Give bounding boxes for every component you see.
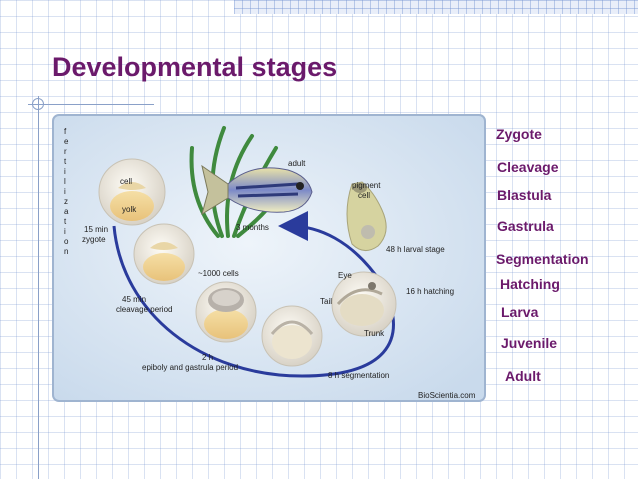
stage-juvenile: Juvenile	[501, 335, 558, 351]
label-tail: Tail	[320, 297, 332, 306]
adult-fish	[201, 164, 313, 216]
svg-text:l: l	[64, 177, 66, 186]
label-cleavage: cleavage period	[116, 305, 172, 314]
label-yolk: yolk	[122, 205, 137, 214]
label-watermark: BioScientia.com	[418, 391, 476, 400]
label-zygote: zygote	[82, 235, 106, 244]
stage-hatching: Hatching	[500, 276, 560, 292]
slide-title: Developmental stages	[52, 52, 338, 82]
label-cell: cell	[120, 177, 132, 186]
fertilization-letters: f e r t i l i z a t i o n	[64, 127, 69, 256]
stage-adult: Adult	[505, 368, 541, 384]
stage-blastula: Blastula	[497, 187, 552, 203]
development-diagram: f e r t i l i z a t i o n cell yolk 15 m…	[52, 114, 486, 402]
label-epiboly-time: 2 h	[202, 353, 213, 362]
label-epiboly: epiboly and gastrula period	[142, 363, 238, 372]
development-arrow	[112, 211, 395, 378]
label-three-months: 3 months	[236, 223, 269, 232]
label-eye: Eye	[338, 271, 352, 280]
stage-segmentation: Segmentation	[496, 251, 589, 267]
margin-rule	[38, 96, 39, 479]
stage-zygote: Zygote	[496, 126, 542, 142]
label-thousand-cells: ~1000 cells	[198, 269, 239, 278]
stage-larva: Larva	[501, 304, 539, 320]
label-pigment-2: cell	[358, 191, 370, 200]
stage-cleavage: Cleavage	[497, 159, 559, 175]
label-larval: 48 h larval stage	[386, 245, 445, 254]
svg-text:z: z	[64, 197, 68, 206]
label-zygote-time: 15 min	[84, 225, 108, 234]
svg-text:t: t	[64, 217, 67, 226]
svg-text:e: e	[64, 137, 69, 146]
label-pigment-1: pigment	[352, 181, 381, 190]
svg-text:i: i	[64, 187, 66, 196]
svg-text:o: o	[64, 237, 69, 246]
zebrafish-development-figure: f e r t i l i z a t i o n cell yolk 15 m…	[52, 114, 486, 402]
svg-text:t: t	[64, 157, 67, 166]
svg-text:n: n	[64, 247, 68, 256]
header-pattern-band	[234, 0, 638, 14]
label-hatching: 16 h hatching	[406, 287, 454, 296]
zygote-egg	[98, 158, 166, 226]
rule-ornament	[32, 98, 44, 110]
title-underline-rule	[28, 104, 154, 105]
svg-text:f: f	[64, 127, 67, 136]
label-trunk: Trunk	[364, 329, 385, 338]
svg-text:a: a	[64, 207, 69, 216]
label-segmentation: 8 h segmentation	[328, 371, 389, 380]
svg-text:i: i	[64, 227, 66, 236]
label-cleavage-time: 45 min	[122, 295, 146, 304]
label-adult: adult	[288, 159, 306, 168]
larva-figure	[346, 181, 387, 251]
svg-text:r: r	[64, 147, 67, 156]
gastrula-egg	[261, 305, 323, 367]
stage-gastrula: Gastrula	[497, 218, 554, 234]
segmentation-egg	[331, 271, 397, 337]
blastula-egg	[195, 281, 257, 343]
cleavage-egg	[133, 223, 195, 285]
svg-text:i: i	[64, 167, 66, 176]
